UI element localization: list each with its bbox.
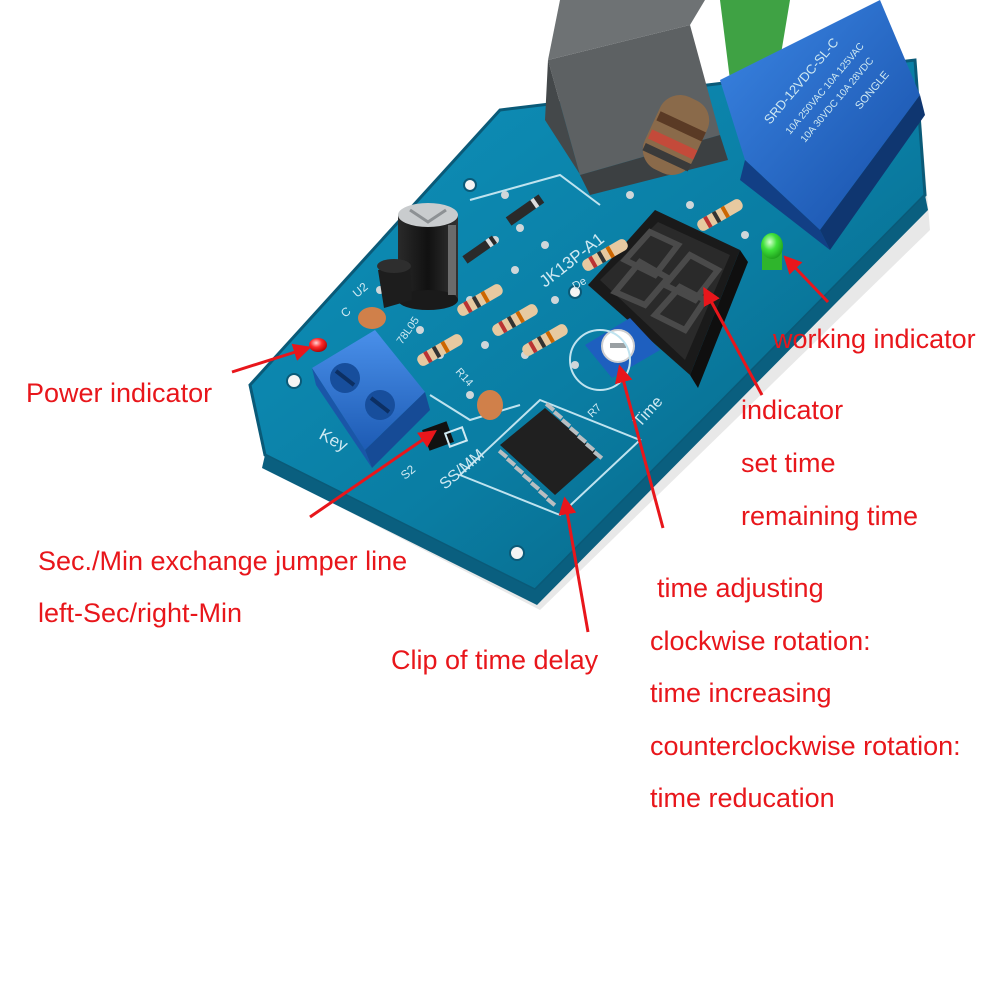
seven-segment-display: [588, 210, 748, 388]
label-counterclockwise: counterclockwise rotation:: [650, 731, 961, 761]
label-clockwise: clockwise rotation:: [650, 626, 871, 656]
silkscreen-outline: [429, 394, 521, 422]
silkscreen-outline: [469, 173, 601, 206]
label-jumper-line: Sec./Min exchange jumper line: [38, 546, 408, 576]
label-indicator: indicator: [741, 395, 844, 425]
power-resistor: [642, 94, 710, 176]
mount-hole: [463, 178, 477, 192]
relay: SRD-12VDC-SL-C 10A 250VAC 10A 125VAC 10A…: [720, 0, 925, 250]
diodes: [462, 194, 545, 264]
mount-hole: [286, 373, 302, 389]
label-clip-delay: Clip of time delay: [391, 645, 599, 675]
grey-box-capacitor-top: [548, 0, 705, 60]
screw-terminal: [312, 330, 430, 468]
label-working-indicator: working indicator: [773, 324, 976, 354]
label-jumper-direction: left-Sec/right-Min: [38, 598, 243, 628]
label-set-time: set time: [741, 448, 836, 478]
ic-chip: [497, 402, 604, 507]
label-time-reducation: time reducation: [650, 783, 835, 813]
arrow-display-indicator: [703, 286, 764, 396]
working-led: [761, 233, 783, 270]
arrow-working-indicator: [783, 255, 830, 304]
arrow-ic-clip: [558, 496, 590, 633]
resistors: [417, 199, 743, 366]
grey-box-capacitor-front: [545, 60, 590, 190]
label-time-increasing: time increasing: [650, 678, 832, 708]
mount-hole: [568, 285, 582, 299]
power-led: [309, 338, 327, 352]
arrow-power-indicator: [231, 343, 312, 374]
callout-arrows: [231, 255, 830, 633]
transistor: [377, 259, 412, 308]
ceramic-capacitor: [358, 307, 386, 329]
label-power-indicator: Power indicator: [26, 378, 213, 408]
potentiometer: [569, 318, 660, 391]
mount-hole: [509, 545, 525, 561]
arrow-time-adjusting: [615, 364, 665, 529]
label-remaining-time: remaining time: [741, 501, 919, 531]
ceramic-capacitor: [477, 390, 503, 420]
label-time-adjusting: time adjusting: [657, 573, 824, 603]
arrow-jumper-line: [309, 429, 437, 519]
